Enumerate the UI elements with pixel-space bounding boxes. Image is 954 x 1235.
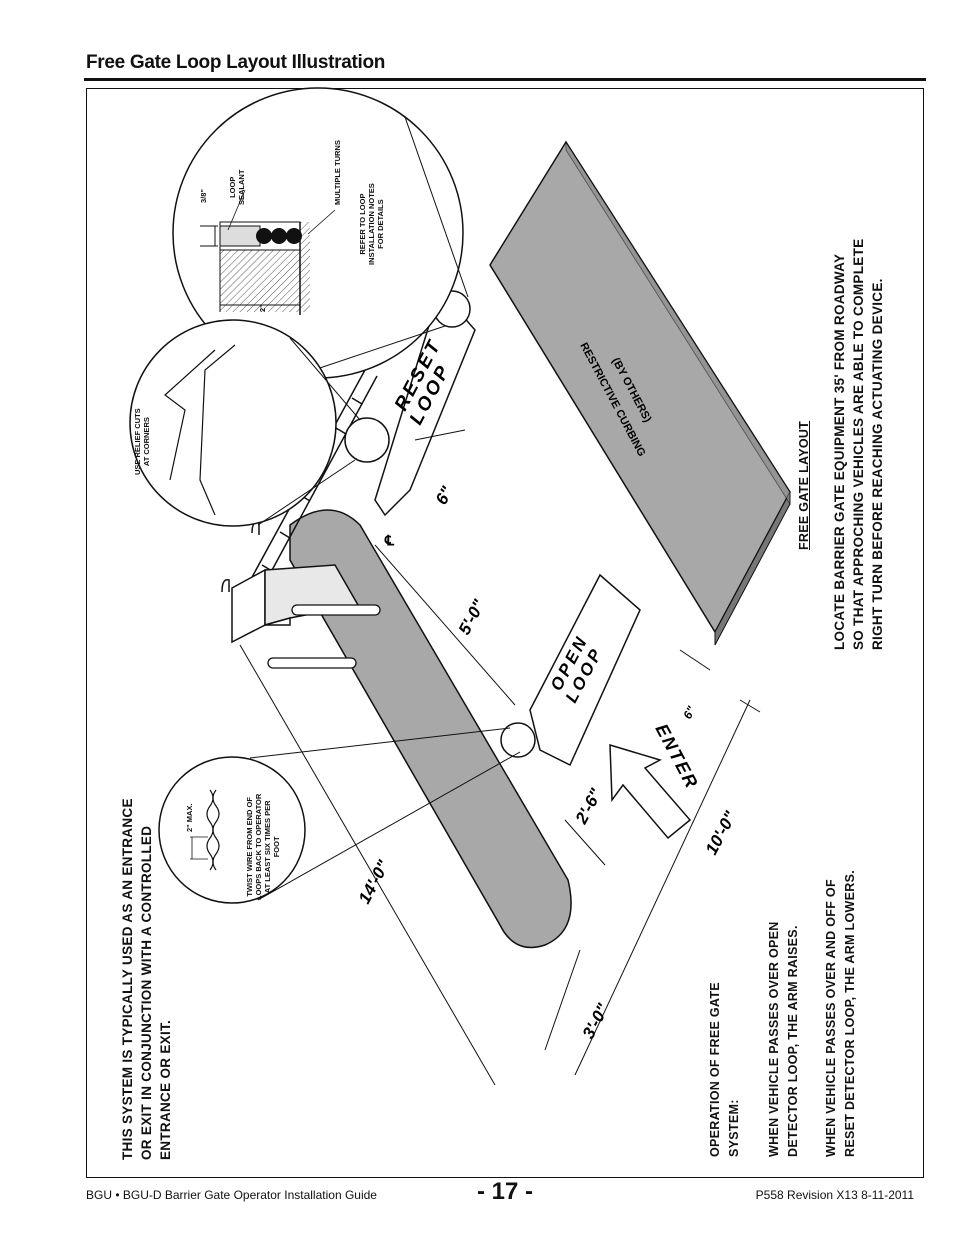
open-loop-note: WHEN VEHICLE PASSES OVER OPEN DETECTOR L… <box>765 921 803 1157</box>
corner-cut-circle <box>344 417 390 463</box>
dim-3-8-label: 3/8" <box>199 189 208 203</box>
dim-3-0: 3'-0" <box>579 1000 613 1042</box>
twist-line-1: TWIST WIRE FROM END OF <box>245 797 254 897</box>
open-note-line-2: DETECTOR LOOP, THE ARM RAISES. <box>786 925 800 1157</box>
island-curb <box>289 509 572 949</box>
dim-2-6: 2'-6" <box>571 785 606 828</box>
layout-note: LOCATE BARRIER GATE EQUIPMENT 35' FROM R… <box>830 239 887 650</box>
bollards <box>267 604 381 669</box>
layout-line-3: RIGHT TURN BEFORE REACHING ACTUATING DEV… <box>870 278 885 650</box>
system-note-line-2: OR EXIT IN CONJUNCTION WITH A CONTROLLED <box>139 825 154 1160</box>
open-note-line-1: WHEN VEHICLE PASSES OVER OPEN <box>767 921 781 1157</box>
relief-line-2: AT CORNERS <box>142 417 151 467</box>
footer-revision: P558 Revision X13 8-11-2011 <box>755 1188 914 1202</box>
layout-heading: FREE GATE LAYOUT <box>797 420 811 550</box>
twist-callout: TWIST WIRE FROM END OF LOOPS BACK TO OPE… <box>245 794 281 900</box>
open-loop-slot-circle <box>500 722 536 758</box>
dim-2-label: 2" <box>258 304 267 312</box>
multiple-turns-label: MULTIPLE TURNS <box>333 140 342 205</box>
relief-cut-detail <box>129 319 361 527</box>
twist-line-3: AT LEAST SIX TIMES PER <box>263 800 272 894</box>
relief-callout: USE RELIEF CUTS AT CORNERS <box>133 408 151 475</box>
sealant-callout: LOOP SEALANT <box>228 170 246 205</box>
page-title: Free Gate Loop Layout Illustration <box>86 52 386 73</box>
enter-label: ENTER <box>651 720 702 792</box>
reset-note-line-2: RESET DETECTOR LOOP, THE ARM LOWERS. <box>843 870 857 1157</box>
title-rule <box>84 78 926 81</box>
footer-guide-title: BGU • BGU-D Barrier Gate Operator Instal… <box>86 1188 377 1202</box>
operation-line-2: SYSTEM: <box>727 1099 741 1157</box>
enter-arrow-icon <box>609 743 692 840</box>
system-note-line-3: ENTRANCE OR EXIT. <box>158 1019 173 1160</box>
refer-line-3: FOR DETAILS <box>376 199 385 249</box>
sealant-detail <box>172 87 469 379</box>
reset-loop-note: WHEN VEHICLE PASSES OVER AND OFF OF RESE… <box>822 870 860 1157</box>
refer-callout: REFER TO LOOP INSTALLATION NOTES FOR DET… <box>358 183 385 265</box>
system-note-line-1: THIS SYSTEM IS TYPICALLY USED AS AN ENTR… <box>120 798 135 1160</box>
twist-line-2: LOOPS BACK TO OPERATOR <box>254 793 263 900</box>
dim-6-right: 6" <box>680 704 698 722</box>
layout-line-2: SO THAT APPROCHING VEHICLES ARE ABLE TO … <box>851 238 866 650</box>
layout-line-1: LOCATE BARRIER GATE EQUIPMENT 35' FROM R… <box>832 253 847 650</box>
operation-line-1: OPERATION OF FREE GATE <box>708 982 722 1157</box>
restrictive-curbing <box>489 140 791 646</box>
illustration-frame <box>86 88 924 1178</box>
twist-max-label: 2" MAX. <box>185 803 194 832</box>
dim-5-0: 5'-0" <box>455 596 489 638</box>
centerline-symbol: ℄ <box>384 532 395 548</box>
relief-line-1: USE RELIEF CUTS <box>133 408 142 475</box>
refer-line-1: REFER TO LOOP <box>358 193 367 255</box>
twist-line-4: FOOT <box>272 836 281 858</box>
dimension-lines <box>239 429 761 1086</box>
open-loop-pad <box>529 573 641 767</box>
system-note: THIS SYSTEM IS TYPICALLY USED AS AN ENTR… <box>118 798 175 1160</box>
refer-line-2: INSTALLATION NOTES <box>367 183 376 265</box>
operation-note: OPERATION OF FREE GATE SYSTEM: <box>706 982 744 1157</box>
reset-note-line-1: WHEN VEHICLE PASSES OVER AND OFF OF <box>824 879 838 1157</box>
twist-wire-detail <box>158 727 521 904</box>
sealant-line-1: LOOP <box>228 176 237 198</box>
dim-10-0: 10'-0" <box>702 807 741 857</box>
dim-6-top: 6" <box>432 483 457 508</box>
page-number: - 17 - <box>476 1178 533 1205</box>
sealant-line-2: SEALANT <box>237 169 246 205</box>
